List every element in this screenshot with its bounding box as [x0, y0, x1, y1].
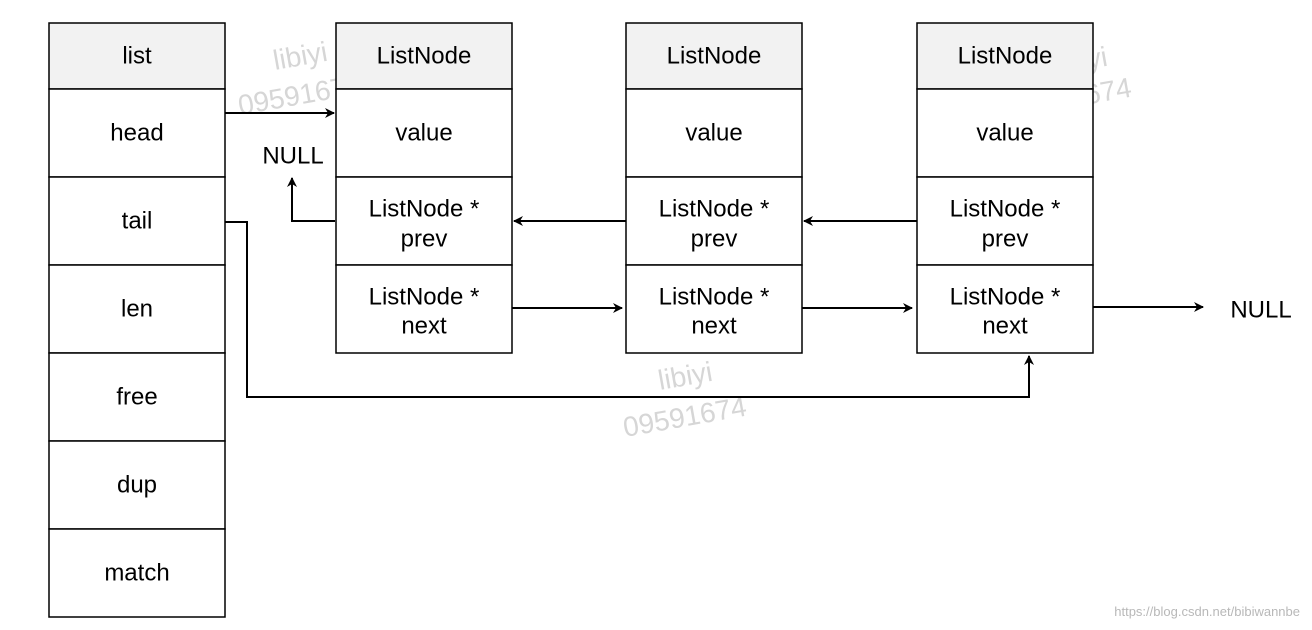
node-field-cell	[625, 176, 803, 266]
list-field-match: match	[104, 560, 169, 587]
list-title: list	[122, 43, 152, 70]
list-field-cell	[48, 440, 226, 530]
null-label-next: NULL	[1230, 297, 1291, 324]
node-prev-label: prev	[401, 226, 448, 253]
node-header	[335, 22, 513, 90]
watermark-name: libiyi	[271, 36, 330, 76]
node-title: ListNode	[667, 43, 762, 70]
null-label-prev: NULL	[262, 143, 323, 170]
list-field-cell	[48, 176, 226, 266]
list-field-cell	[48, 88, 226, 178]
node-next-type: ListNode *	[369, 284, 480, 311]
list-field-cell	[48, 264, 226, 354]
node-title: ListNode	[377, 43, 472, 70]
node-value: value	[395, 120, 452, 147]
node-prev-type: ListNode *	[659, 196, 770, 223]
list-header	[48, 22, 226, 90]
list-field-cell	[48, 528, 226, 618]
footer-url: https://blog.csdn.net/bibiwannbe	[1114, 604, 1300, 619]
arrows	[225, 108, 1204, 398]
node-prev-type: ListNode *	[369, 196, 480, 223]
prev-null-arrow	[287, 177, 335, 222]
watermark-name: libiyi	[656, 356, 715, 396]
node-header	[625, 22, 803, 90]
node-field-cell	[625, 88, 803, 178]
node-field-cell	[335, 88, 513, 178]
list-field-cell	[48, 352, 226, 442]
watermark-number: 09591674	[621, 391, 749, 443]
node-prev-label: prev	[982, 226, 1029, 253]
list-field-len: len	[121, 296, 153, 323]
node-next-label: next	[691, 313, 737, 340]
list-field-tail: tail	[122, 208, 153, 235]
node-next-type: ListNode *	[950, 284, 1061, 311]
list-fields: head tail len free dup match	[48, 88, 226, 618]
list-field-head: head	[110, 120, 163, 147]
list-field-dup: dup	[117, 472, 157, 499]
node-value: value	[685, 120, 742, 147]
node-prev-type: ListNode *	[950, 196, 1061, 223]
node-header	[916, 22, 1094, 90]
node-field-cell	[625, 264, 803, 354]
node-field-cell	[916, 88, 1094, 178]
node-field-cell	[335, 176, 513, 266]
node-next-label: next	[401, 313, 447, 340]
node-field-cell	[916, 264, 1094, 354]
tail-pointer-arrow	[225, 221, 1034, 398]
list-field-free: free	[116, 384, 157, 411]
node-next-type: ListNode *	[659, 284, 770, 311]
node-prev-label: prev	[691, 226, 738, 253]
node-value: value	[976, 120, 1033, 147]
node-next-label: next	[982, 313, 1028, 340]
node-title: ListNode	[958, 43, 1053, 70]
list-struct: list head tail len free dup match	[48, 22, 226, 618]
